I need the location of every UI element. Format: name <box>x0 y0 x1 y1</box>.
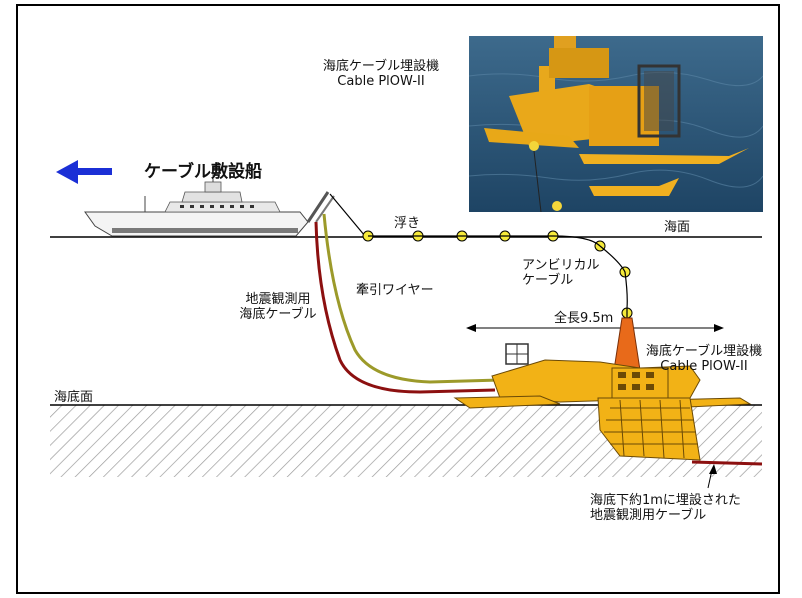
buried-cable-label-line1: 海底下約1mに埋設された <box>590 493 741 508</box>
total-length-label: 全長9.5m <box>554 311 614 326</box>
seismic-cable-line <box>314 221 496 394</box>
seismic-cable-label-line1: 地震観測用 <box>245 292 311 307</box>
umbilical-label-line1: アンビリカル <box>522 258 600 273</box>
plow-label-line2: Cable PlOW-II <box>660 359 748 374</box>
buried-cable-line <box>691 460 763 466</box>
umbilical-label: アンビリカル ケーブル <box>522 258 599 288</box>
buried-cable-label: 海底下約1mに埋設された 地震観測用ケーブル <box>590 493 741 523</box>
direction-arrow-icon <box>56 160 112 184</box>
cable-ship-icon <box>84 170 335 237</box>
tow-wire-line <box>322 213 501 384</box>
ship-label: ケーブル敷設船 <box>144 162 262 182</box>
float-icons <box>362 230 633 319</box>
cable-plow-illustration <box>453 317 752 461</box>
photo-caption: 海底ケーブル埋設機 Cable PlOW-II <box>306 59 456 89</box>
umbilical-label-line2: ケーブル <box>522 273 574 288</box>
plow-label: 海底ケーブル埋設機 Cable PlOW-II <box>640 344 768 374</box>
seismic-cable-label-line2: 海底ケーブル <box>239 307 317 322</box>
length-dimension-arrow <box>466 324 724 332</box>
seabed-label: 海底面 <box>54 390 94 405</box>
cable-plow-photo <box>469 36 763 212</box>
photo-caption-line2: Cable PlOW-II <box>337 74 425 89</box>
seismic-cable-label: 地震観測用 海底ケーブル <box>228 292 328 322</box>
buried-cable-pointer <box>707 464 717 489</box>
sea-surface-label: 海面 <box>664 220 691 235</box>
photo-caption-line1: 海底ケーブル埋設機 <box>322 59 440 74</box>
plow-label-line1: 海底ケーブル埋設機 <box>645 344 763 359</box>
tow-wire-label: 牽引ワイヤー <box>356 283 434 298</box>
float-label: 浮き <box>394 216 421 231</box>
buried-cable-label-line2: 地震観測用ケーブル <box>590 508 707 523</box>
